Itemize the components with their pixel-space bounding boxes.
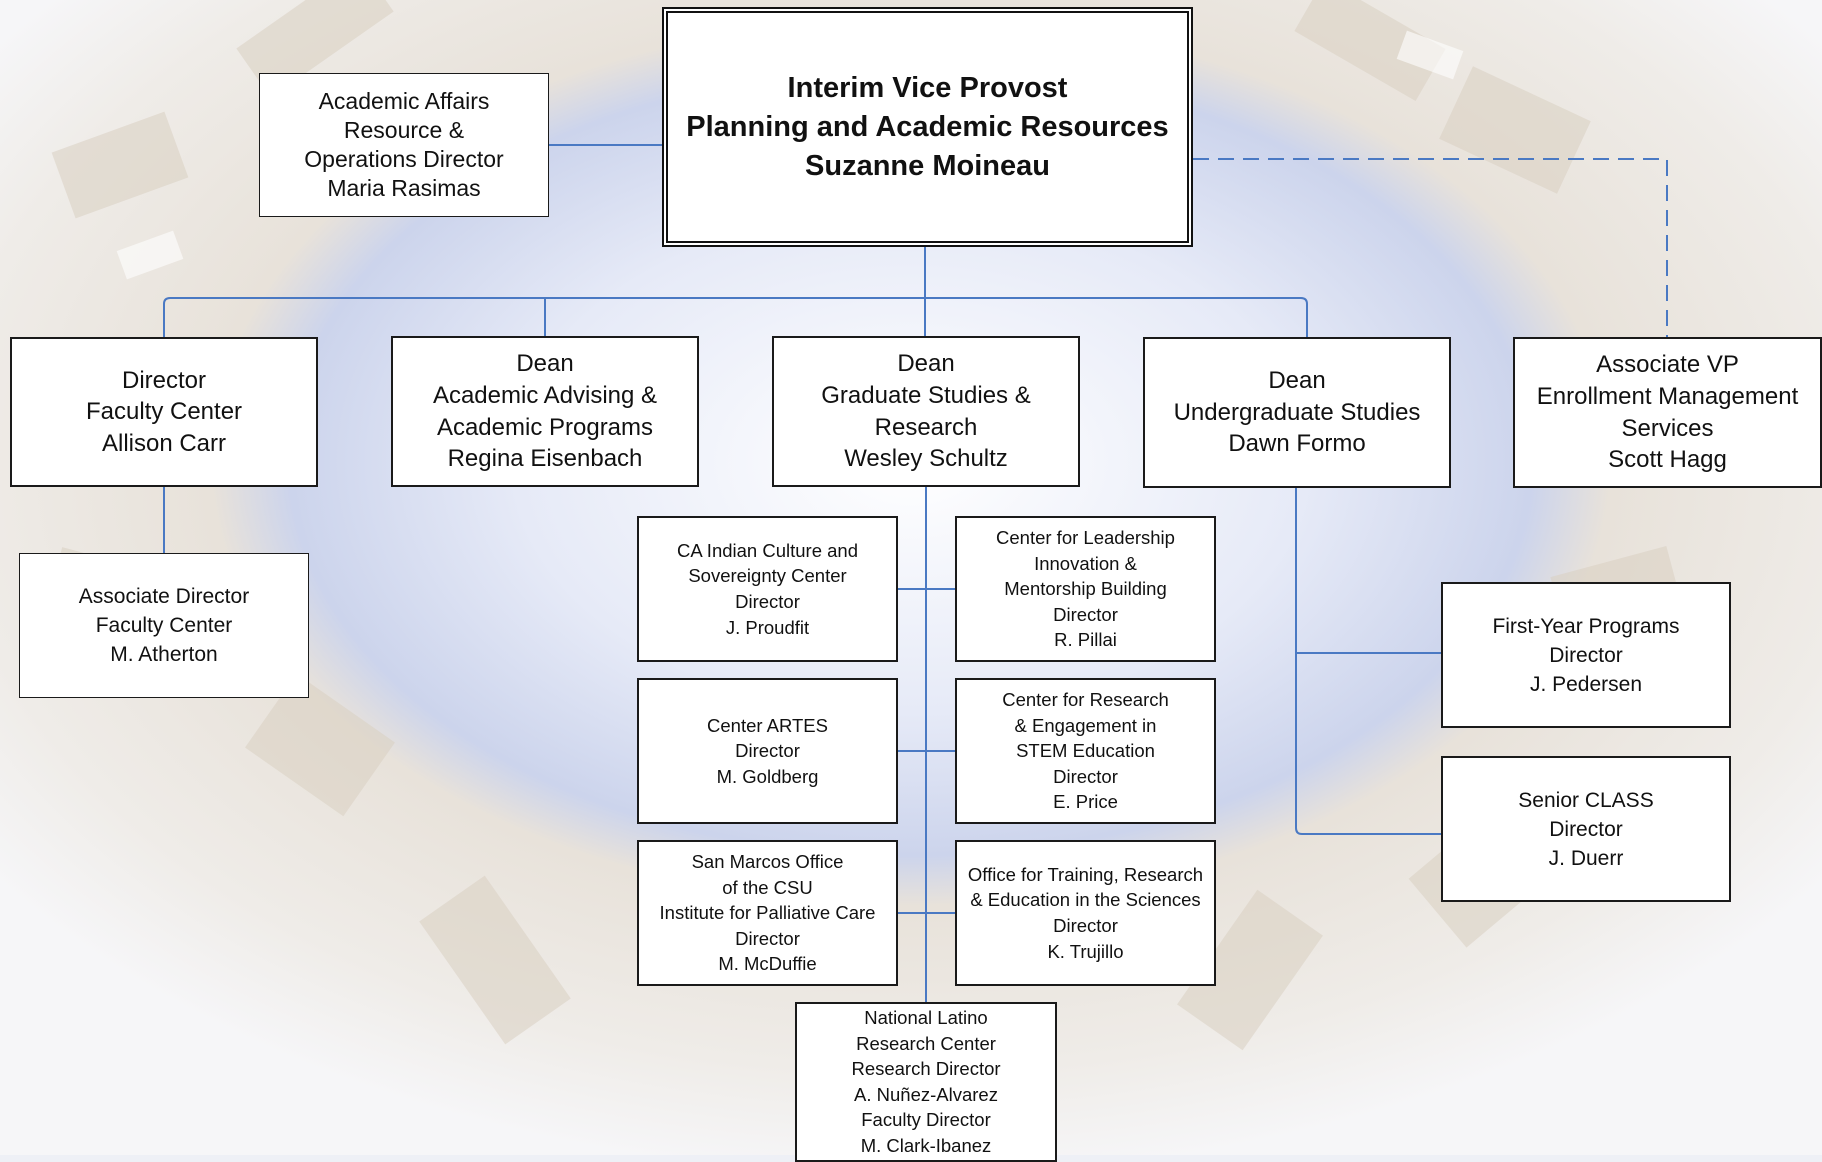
box-line: Sovereignty Center (688, 565, 847, 587)
box-line: STEM Education (1016, 740, 1155, 762)
org-box-first-year-programs: First-Year Programs Director J. Pedersen (1441, 582, 1731, 728)
box-line: Director (1053, 915, 1118, 936)
box-line: Regina Eisenbach (447, 445, 643, 473)
box-line: Resource & (343, 117, 465, 143)
box-line: Director (1053, 765, 1118, 787)
box-line: Graduate Studies & (821, 381, 1031, 409)
box-line: M. Atherton (110, 643, 218, 666)
box-line: A. Nuñez-Alvarez (854, 1083, 998, 1105)
box-line: J. Pedersen (1529, 672, 1643, 696)
box-line: Academic Affairs (318, 88, 490, 114)
box-line: First-Year Programs (1492, 614, 1680, 638)
box-line: Dean (897, 350, 955, 378)
box-line: Mentorship Building (1004, 578, 1167, 600)
box-line: Dawn Formo (1228, 430, 1366, 458)
box-line: M. McDuffie (718, 953, 817, 975)
box-line: M. Clark-Ibanez (860, 1134, 992, 1156)
org-box-stem-education-center: Center for Research & Engagement in STEM… (955, 678, 1216, 824)
connector-level1-bus (163, 297, 1308, 337)
org-box-associate-vp-enrollment: Associate VP Enrollment Management Servi… (1513, 337, 1822, 488)
box-line: Innovation & (1034, 552, 1137, 574)
box-line: Senior CLASS (1518, 788, 1654, 812)
box-line: Research (874, 413, 978, 441)
org-box-senior-class: Senior CLASS Director J. Duerr (1441, 756, 1731, 902)
box-line: Associate VP (1596, 351, 1739, 379)
box-line: Director (735, 740, 800, 762)
box-line: E. Price (1053, 791, 1118, 813)
box-line: Research Director (851, 1058, 1001, 1080)
box-line: Enrollment Management (1536, 382, 1799, 410)
box-line: R. Pillai (1054, 629, 1117, 651)
box-line: Center for Research (1002, 689, 1169, 711)
box-line: Institute for Palliative Care (659, 902, 876, 924)
org-box-vice-provost: Interim Vice Provost Planning and Academ… (662, 7, 1193, 247)
box-line: Faculty Center (85, 398, 243, 426)
root-title: Interim Vice Provost (787, 71, 1068, 104)
box-line: Faculty Center (95, 614, 233, 637)
box-line: Research Center (856, 1032, 996, 1054)
box-line: M. Goldberg (716, 765, 819, 787)
org-box-dean-graduate-studies: Dean Graduate Studies & Research Wesley … (772, 336, 1080, 487)
box-line: Office for Training, Research (967, 863, 1204, 885)
org-box-operations-director: Academic Affairs Resource & Operations D… (259, 73, 549, 217)
box-line: Director (735, 927, 800, 949)
org-box-ca-indian-culture-center: CA Indian Culture and Sovereignty Center… (637, 516, 898, 662)
box-line: Undergraduate Studies (1173, 398, 1421, 426)
box-line: Allison Carr (101, 429, 227, 457)
box-line: Associate Director (78, 585, 250, 608)
box-line: Dean (516, 350, 574, 378)
box-line: Director (121, 366, 206, 394)
box-line: J. Duerr (1548, 846, 1624, 870)
box-line: Wesley Schultz (844, 445, 1008, 473)
box-line: K. Trujillo (1047, 940, 1124, 962)
box-line: Faculty Director (861, 1109, 991, 1131)
org-box-dean-undergraduate-studies: Dean Undergraduate Studies Dawn Formo (1143, 337, 1451, 488)
box-line: of the CSU (722, 876, 813, 898)
root-division: Planning and Academic Resources (686, 110, 1169, 143)
box-line: Director (735, 591, 800, 612)
box-line: Center ARTES (707, 714, 828, 736)
box-line: & Engagement in (1014, 714, 1157, 736)
box-line: National Latino (864, 1007, 988, 1028)
org-box-associate-director-faculty-center: Associate Director Faculty Center M. Ath… (19, 553, 309, 698)
box-line: Director (1549, 817, 1623, 841)
box-line: Maria Rasimas (327, 175, 481, 201)
org-box-leadership-innovation-center: Center for Leadership Innovation & Mento… (955, 516, 1216, 662)
box-line: CA Indian Culture and (676, 539, 858, 561)
org-box-palliative-care-office: San Marcos Office of the CSU Institute f… (637, 840, 898, 986)
org-box-dean-academic-advising: Dean Academic Advising & Academic Progra… (391, 336, 699, 487)
box-line: Director (1549, 643, 1623, 667)
box-line: Operations Director (304, 146, 504, 172)
box-line: San Marcos Office (691, 851, 844, 873)
box-line: Scott Hagg (1608, 446, 1727, 474)
org-box-director-faculty-center: Director Faculty Center Allison Carr (10, 337, 318, 487)
org-box-training-research-sciences: Office for Training, Research & Educatio… (955, 840, 1216, 986)
box-line: Academic Programs (436, 413, 654, 441)
connector-undergrad-spine (1295, 487, 1443, 835)
box-line: & Education in the Sciences (970, 889, 1201, 911)
org-box-national-latino-research-center: National Latino Research Center Research… (795, 1002, 1057, 1162)
box-line: Academic Advising & (432, 381, 658, 409)
box-line: J. Proudfit (725, 616, 810, 638)
box-line: Director (1053, 603, 1118, 625)
root-name: Suzanne Moineau (805, 149, 1050, 182)
box-line: Services (1621, 414, 1714, 442)
box-line: Dean (1268, 367, 1326, 395)
org-box-center-artes: Center ARTES Director M. Goldberg (637, 678, 898, 824)
connector-dashed-avp (1193, 158, 1668, 338)
box-line: Center for Leadership (996, 527, 1175, 549)
